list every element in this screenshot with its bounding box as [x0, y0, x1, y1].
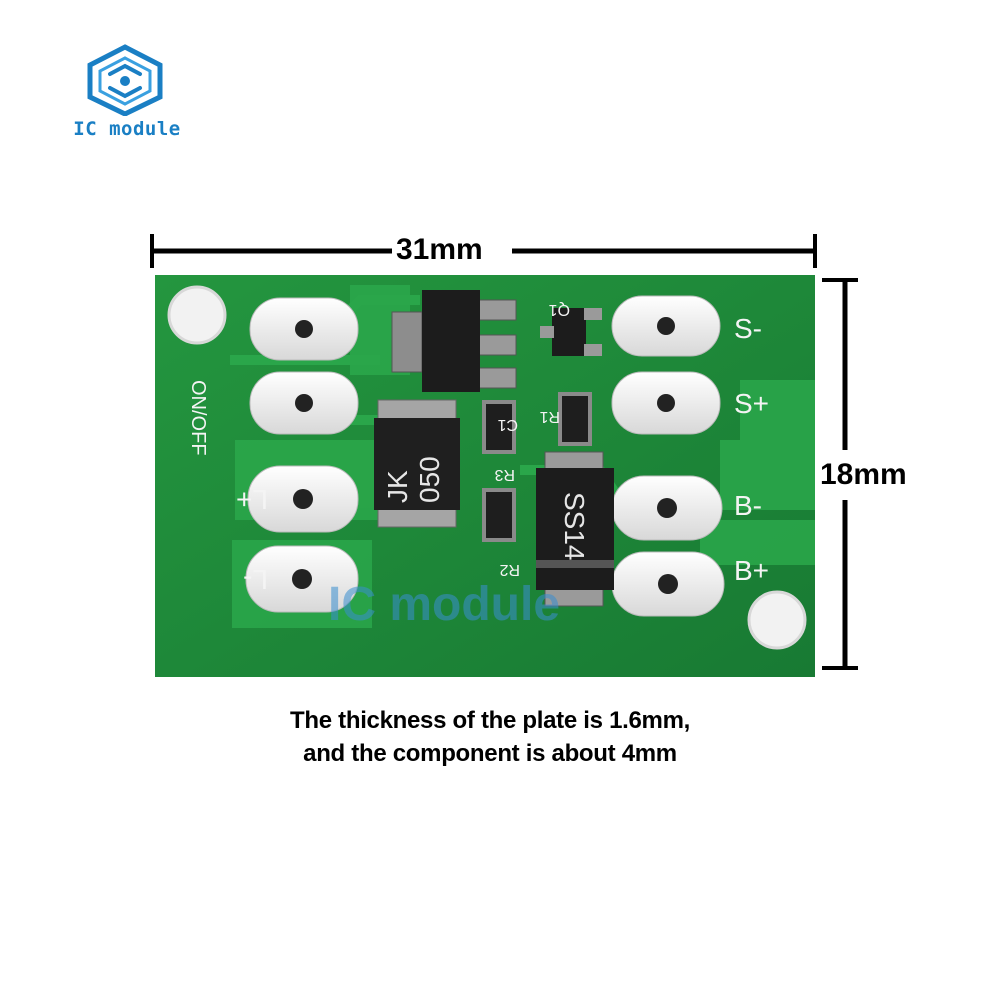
width-label: 31mm [396, 233, 483, 266]
label-b-minus: B- [734, 490, 762, 521]
caption: The thickness of the plate is 1.6mm, and… [150, 704, 830, 770]
mount-hole-top-left [167, 285, 227, 345]
label-c1: C1 [497, 416, 518, 433]
label-s-plus: S+ [734, 388, 769, 419]
label-b-plus: B+ [734, 555, 769, 586]
diode-ss14 [536, 451, 614, 607]
height-label: 18mm [820, 458, 907, 491]
brand-name: IC module [73, 118, 181, 140]
label-r1: R1 [539, 408, 560, 425]
inductor-marking-1: JK [382, 470, 413, 503]
small-transistor [540, 308, 602, 356]
brand-logo: IC module [62, 44, 192, 144]
caption-line-1: The thickness of the plate is 1.6mm, [290, 707, 690, 734]
watermark: IC module [328, 578, 560, 631]
inductor-marking-2: 050 [414, 456, 445, 503]
resistors [482, 392, 592, 542]
label-r2: R2 [499, 561, 520, 578]
label-r3: R3 [494, 466, 515, 483]
label-l-minus: L- [243, 564, 268, 595]
label-l-plus: L+ [236, 484, 268, 515]
transistor-q1 [391, 290, 517, 392]
pads-right [611, 295, 725, 617]
diode-marking: SS14 [559, 492, 590, 561]
hexagon-circuit-icon [87, 44, 163, 116]
label-on-off: ON/OFF [187, 380, 209, 456]
mount-hole-bottom-right [747, 590, 807, 650]
caption-line-2: and the component is about 4mm [303, 740, 677, 767]
inductor-jk050 [374, 399, 460, 528]
pads-left [245, 297, 359, 613]
label-s-minus: S- [734, 313, 762, 344]
label-q1: Q1 [549, 301, 570, 318]
